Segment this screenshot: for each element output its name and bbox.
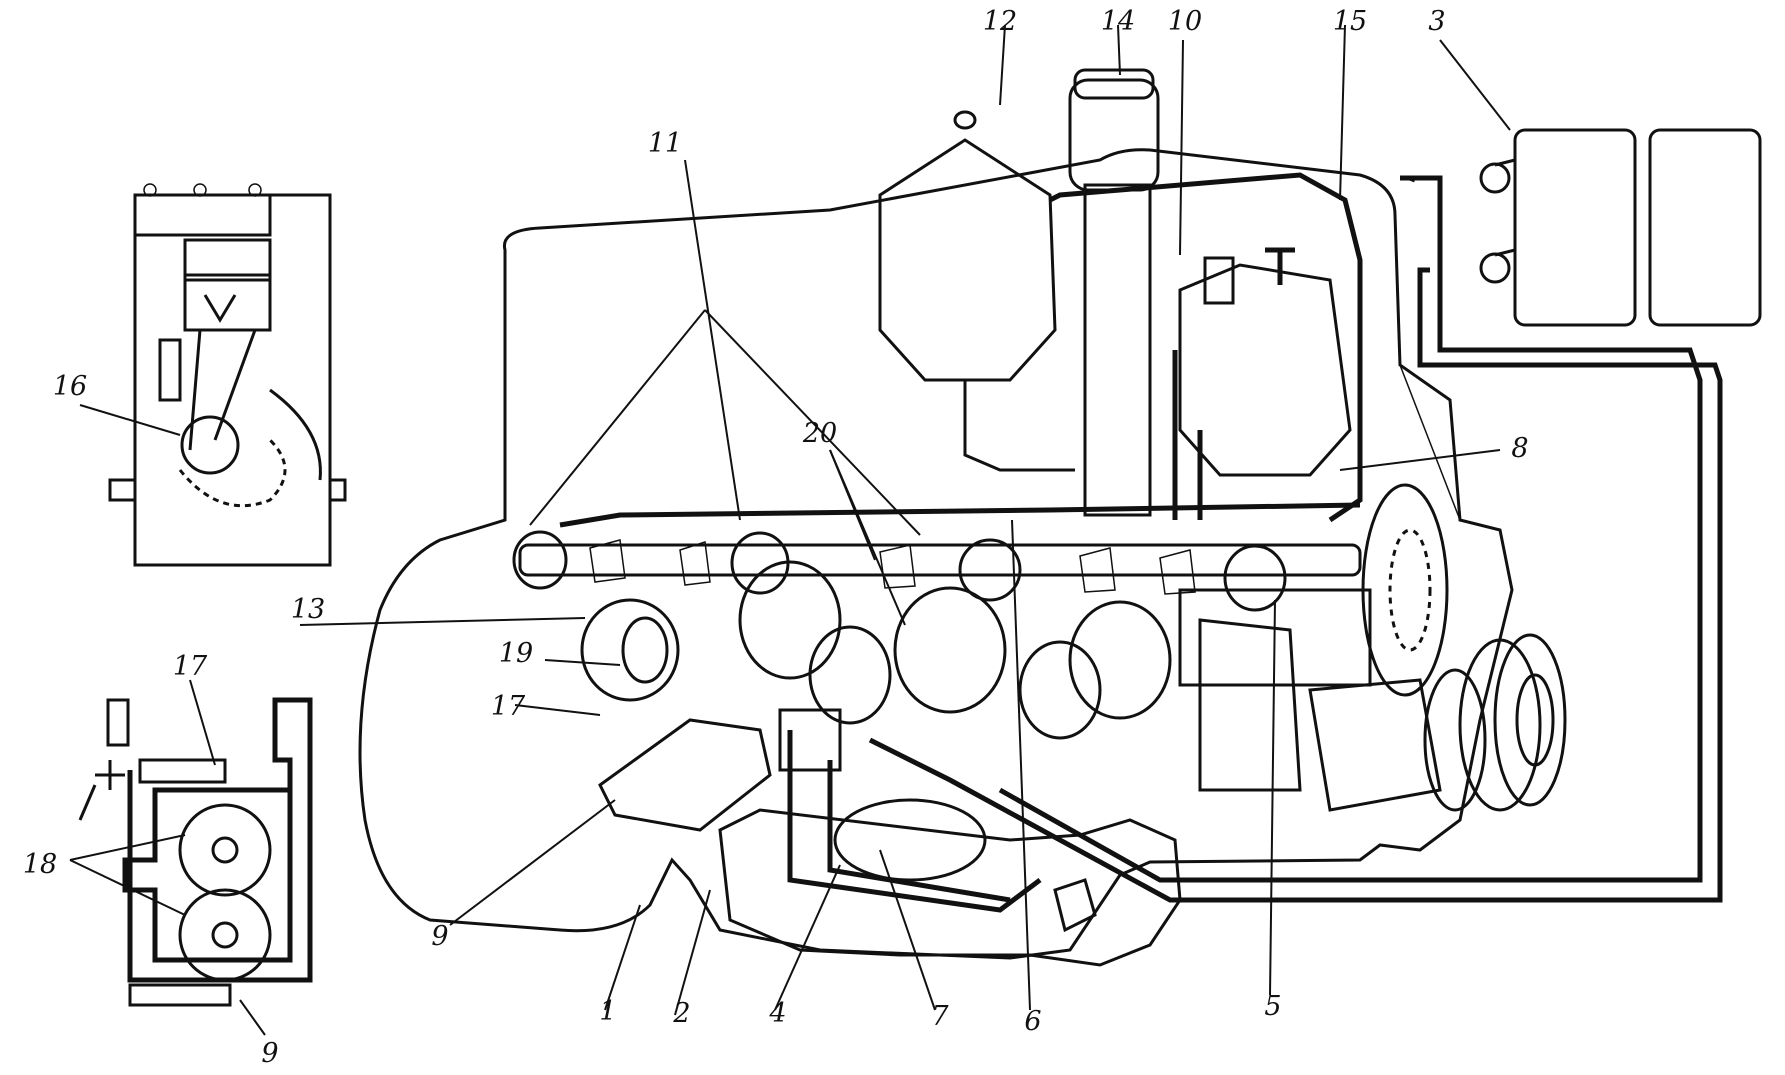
callout-14: 14 (1101, 6, 1135, 37)
callout-19: 19 (499, 638, 533, 669)
callout-8: 8 (1511, 433, 1528, 464)
oil-filler-neck-14 (1068, 68, 1160, 517)
crankshaft-pulley (1458, 633, 1567, 812)
callout-17-main: 17 (491, 691, 526, 722)
callout-12: 12 (983, 6, 1017, 37)
callout-13: 13 (291, 594, 325, 625)
callout-9-main: 9 (431, 921, 448, 952)
oil-strainer (833, 798, 987, 882)
oil-cooler-3 (1479, 128, 1762, 327)
oil-lines (559, 172, 1723, 913)
leader-lines (69, 24, 1511, 1036)
callout-labels: 1 2 3 4 5 6 7 8 9 9 10 11 12 13 14 15 16… (23, 6, 1529, 1069)
callout-16: 16 (53, 371, 87, 402)
callout-5: 5 (1264, 991, 1281, 1022)
callout-9-inset: 9 (261, 1038, 278, 1069)
crankcase-body (358, 148, 1514, 960)
callout-2: 2 (672, 998, 690, 1029)
callout-15: 15 (1333, 6, 1367, 37)
oil-drain-plug (1053, 878, 1097, 933)
callout-20: 20 (802, 418, 837, 449)
fine-oil-filter-10 (1178, 247, 1352, 477)
inset-cylinder-section (108, 183, 347, 567)
callout-4: 4 (768, 998, 786, 1029)
timing-gear (1361, 483, 1487, 812)
oil-sump (718, 808, 1182, 967)
callout-7: 7 (931, 1001, 949, 1032)
engine-block (358, 148, 1514, 960)
callout-11: 11 (648, 128, 682, 159)
callout-17-inset: 17 (173, 651, 208, 682)
callout-18: 18 (23, 849, 57, 880)
oil-pump (598, 708, 842, 832)
inset-oil-pump-section (78, 697, 313, 1007)
block-shadow-edge (1394, 214, 1461, 521)
coarse-oil-filter-12 (878, 110, 1075, 472)
callout-3: 3 (1428, 6, 1445, 37)
crankshaft (580, 560, 1442, 812)
callout-10: 10 (1168, 6, 1202, 37)
camshaft (512, 530, 1362, 612)
callout-1: 1 (599, 996, 616, 1027)
callout-6: 6 (1024, 1006, 1041, 1037)
